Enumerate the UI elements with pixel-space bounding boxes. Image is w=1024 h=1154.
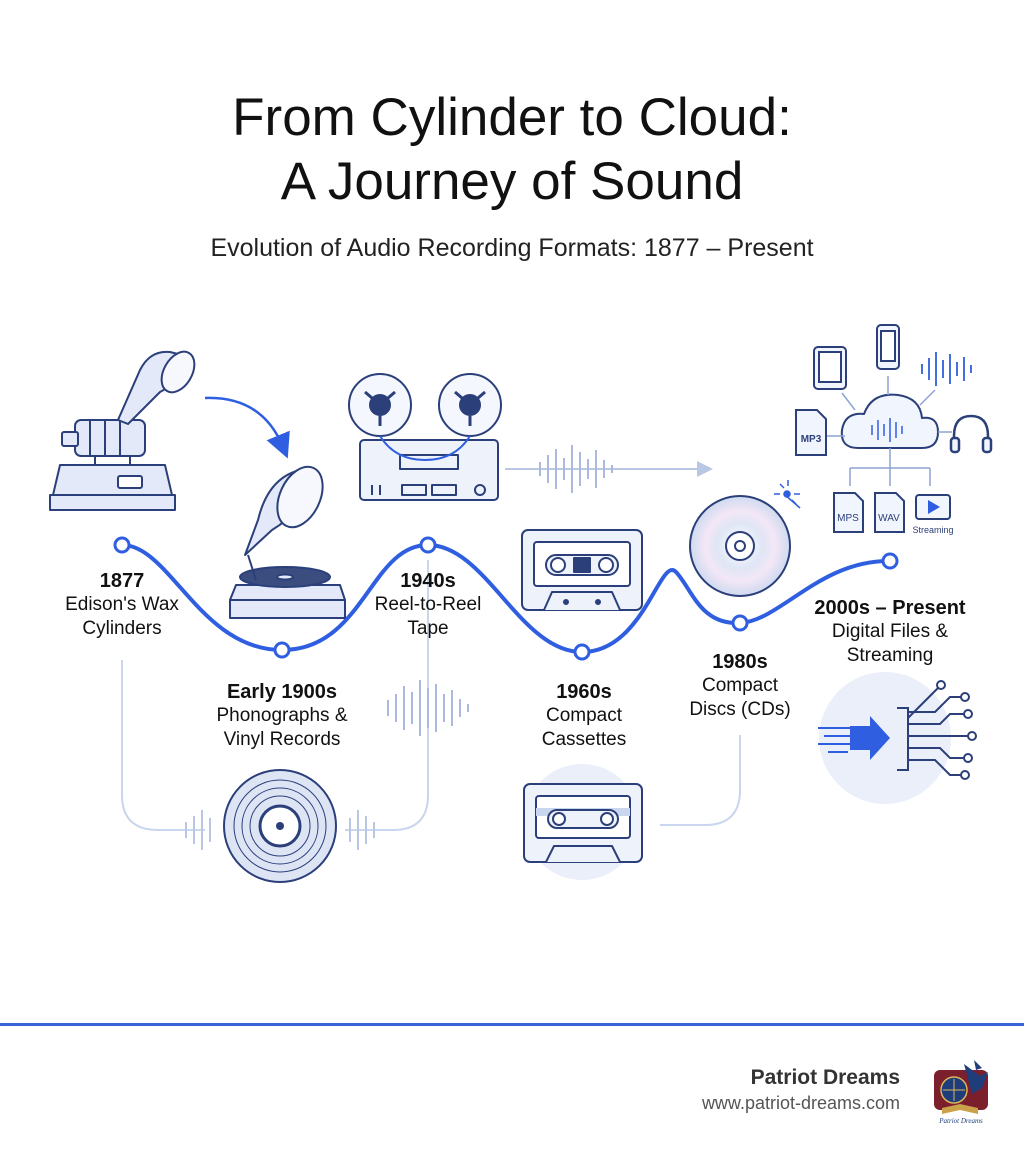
milestone-name: Streaming (846, 645, 934, 666)
milestone-name: Phonographs & (216, 705, 348, 726)
milestone-1877: 1877 Edison's Wax Cylinders (12, 569, 232, 641)
gramophone-icon (229, 465, 346, 619)
milestone-year: 2000s – Present (814, 597, 966, 619)
connector-lines (121, 560, 741, 831)
cassette-icon (523, 764, 643, 880)
cassette-icon (521, 529, 643, 611)
page-subtitle: Evolution of Audio Recording Formats: 18… (210, 234, 814, 262)
phonograph-cylinder-icon (49, 350, 196, 511)
milestone-year: 1980s (712, 651, 768, 673)
phone-icon (876, 324, 900, 370)
milestone-name: Cassettes (541, 729, 627, 750)
milestone-year: 1877 (99, 570, 145, 592)
timeline-node-1940s (419, 536, 437, 554)
milestone-name: Compact (701, 675, 779, 696)
footer-divider (0, 1023, 1024, 1026)
cloud-icon (826, 376, 952, 486)
milestone-year: 1940s (400, 570, 456, 592)
milestone-name: Digital Files & (831, 621, 949, 642)
timeline-node-1900s (273, 641, 291, 659)
milestone-1980s: 1980s Compact Discs (CDs) (630, 650, 850, 722)
milestone-name: Cylinders (82, 618, 162, 639)
milestone-2000s-present: 2000s – Present Digital Files & Streamin… (780, 596, 1000, 668)
brand-block: Patriot Dreams www.patriot-dreams.com (702, 1066, 900, 1114)
waveform-icon (185, 810, 375, 850)
timeline-node-2000s (881, 552, 899, 570)
waveform-icon (539, 445, 613, 493)
milestone-name: Compact (545, 705, 623, 726)
title-line-1: From Cylinder to Cloud: (232, 88, 792, 147)
title-line-2: A Journey of Sound (280, 152, 744, 211)
timeline-node-1877 (113, 536, 131, 554)
timeline-nodes (113, 536, 899, 661)
headphones-icon (949, 414, 993, 454)
cd-icon (689, 480, 801, 597)
milestone-name: Reel-to-Reel (374, 594, 482, 615)
milestone-name: Tape (407, 618, 449, 639)
milestone-year: Early 1900s (226, 681, 338, 703)
file-tag: WAV (878, 513, 900, 524)
vinyl-record-icon (223, 769, 337, 883)
svg-text:Patriot Dreams: Patriot Dreams (938, 1117, 983, 1125)
file-icon (833, 492, 905, 533)
milestone-name: Edison's Wax (65, 594, 179, 615)
brand-url[interactable]: www.patriot-dreams.com (701, 1093, 900, 1113)
milestone-name: Vinyl Records (223, 729, 341, 750)
timeline-node-1980s (731, 614, 749, 632)
reel-to-reel-icon (348, 373, 502, 501)
play-icon (915, 494, 951, 520)
milestone-1960s: 1960s Compact Cassettes (474, 680, 694, 752)
waveform-icon (921, 352, 972, 386)
tablet-icon (813, 346, 847, 390)
milestone-1940s: 1940s Reel-to-Reel Tape (318, 569, 538, 641)
timeline-node-1960s (573, 643, 591, 661)
milestone-early-1900s: Early 1900s Phonographs & Vinyl Records (172, 680, 392, 752)
arrow-icon (204, 396, 290, 459)
file-tag: MPS (837, 513, 859, 524)
milestone-name: Discs (CDs) (689, 699, 791, 720)
brand-name: Patriot Dreams (750, 1066, 900, 1089)
page-title: From Cylinder to Cloud: A Journey of Sou… (0, 86, 1024, 214)
streaming-tag: Streaming (912, 525, 953, 535)
file-tag: MP3 (801, 434, 822, 445)
milestone-year: 1960s (556, 681, 612, 703)
waveform-icon (387, 680, 469, 736)
patriot-dreams-logo: Patriot Dreams (934, 1060, 988, 1125)
file-icon (795, 409, 827, 456)
digital-data-icon (818, 672, 977, 804)
